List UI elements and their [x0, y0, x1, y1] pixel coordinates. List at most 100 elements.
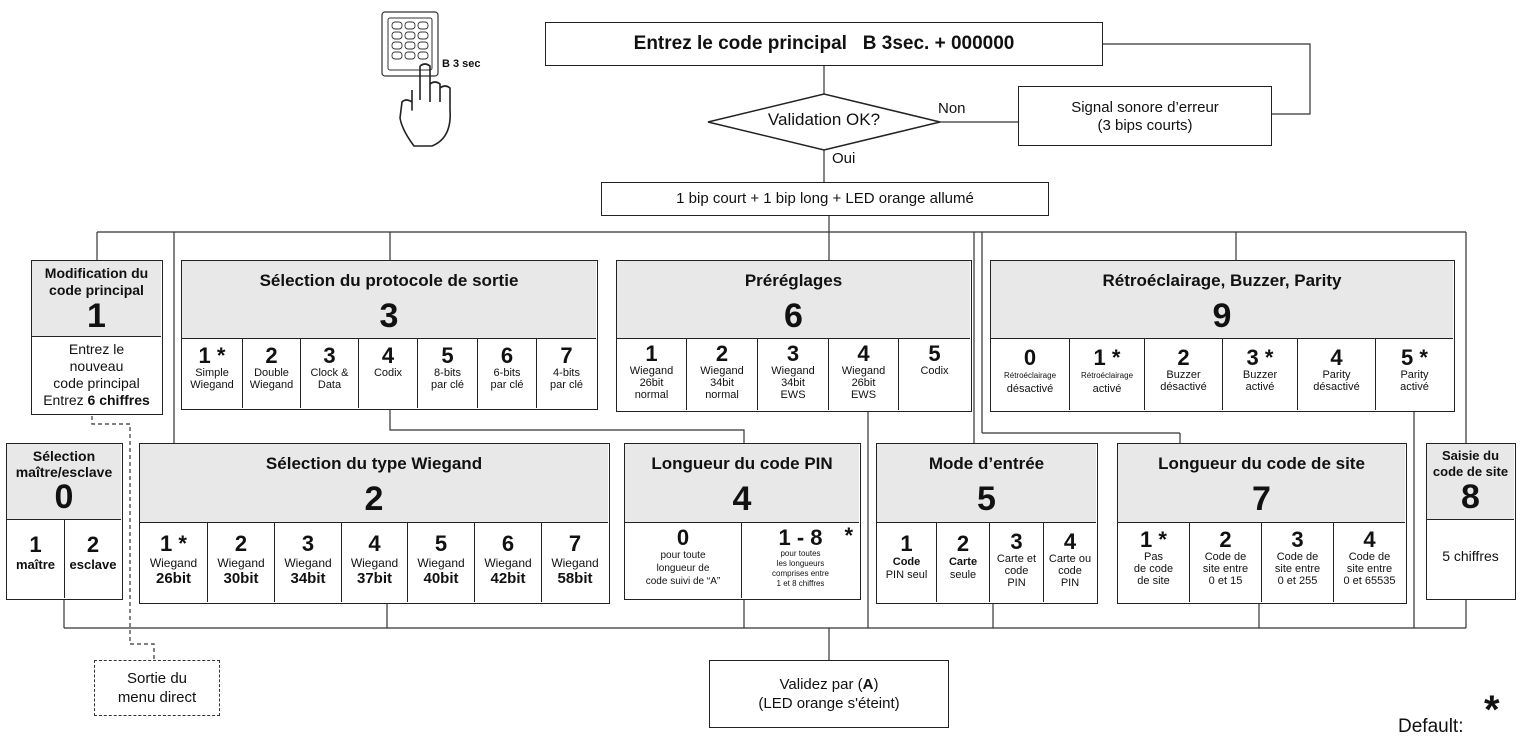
keypad-hand-illustration: B 3 sec: [380, 10, 500, 150]
option-label: activé: [1092, 383, 1122, 395]
option-label: PIN: [1007, 577, 1026, 589]
option-label: 42bit: [490, 570, 526, 587]
option-number: 1: [198, 343, 211, 368]
option-label: Wiegand: [217, 556, 265, 570]
option-label: Rétroéclairage: [1080, 371, 1134, 380]
section-9-title: Rétroéclairage, Buzzer, Parity: [1102, 271, 1342, 290]
section-3-title: Sélection du protocole de sortie: [259, 271, 519, 290]
option-label: 26bit: [155, 570, 191, 587]
option-label: 26bit: [639, 377, 664, 389]
section-1-text-2: nouveau: [69, 358, 124, 374]
option-label: Wiegand: [700, 365, 744, 377]
option-number: 1: [645, 341, 658, 366]
option-number: 2: [265, 343, 278, 368]
section-1-title-l2: code principal: [49, 282, 144, 298]
default-star: *: [178, 531, 187, 556]
section-1-text-1: Entrez le: [68, 341, 125, 357]
error-line-1: Signal sonore d’erreur: [1071, 99, 1219, 116]
section-1-main-code: Modification du code principal 1 Entrez …: [31, 260, 163, 415]
option-label: Wiegand: [190, 379, 234, 391]
section-1-text-3: code principal: [53, 375, 140, 391]
section-4-header: Longueur du code PIN 4: [625, 444, 859, 523]
section-3-header: Sélection du protocole de sortie 3: [182, 261, 596, 339]
option-label: 40bit: [423, 570, 459, 587]
option-label: Parity: [1400, 369, 1429, 381]
option-label: Data: [317, 379, 342, 391]
default-star: *: [1111, 345, 1121, 370]
option-label: site entre: [1346, 563, 1393, 575]
section-5-header: Mode d’entrée 5: [877, 444, 1096, 523]
default-star: *: [1419, 345, 1428, 370]
option-number: 2: [715, 341, 729, 366]
section-6-title: Préréglages: [744, 271, 843, 290]
option-label: Clock &: [310, 367, 349, 379]
option-number: 1: [160, 531, 173, 556]
option-label: 0 et 15: [1208, 575, 1243, 587]
option-label: activé: [1400, 381, 1429, 393]
section-0-title-l1: Sélection: [32, 448, 96, 464]
option-number: 1: [900, 531, 913, 556]
option-label: par clé: [430, 379, 465, 391]
option-label: Simple: [195, 367, 229, 379]
option-label: Carte et: [996, 553, 1037, 565]
option-number: 3: [323, 343, 336, 368]
option-number: 4: [381, 343, 395, 368]
option-number: 4: [1363, 527, 1376, 552]
option-label: 30bit: [223, 570, 259, 587]
option-label: les longueurs: [776, 559, 825, 568]
option-label: EWS: [780, 389, 806, 401]
option-number: 5: [928, 341, 941, 366]
option-label: seule: [949, 569, 977, 581]
option-label: code: [1058, 565, 1082, 577]
option-label: Wiegand: [551, 556, 599, 570]
section-7-number: 7: [1252, 480, 1271, 518]
section-5-number: 5: [977, 480, 996, 518]
keypad-icon: [381, 11, 451, 147]
option-label: normal: [634, 389, 669, 401]
option-label: 37bit: [356, 570, 392, 587]
option-label: Wiegand: [149, 556, 198, 570]
option-number: 1: [1140, 527, 1153, 552]
validate-box: Validez par (A) (LED orange s'éteint): [709, 660, 949, 728]
option-label: de code: [1133, 563, 1174, 575]
option-label: PIN: [1060, 577, 1080, 589]
section-8-site-code-entry: Saisie du code de site 8 5 chiffres: [1426, 443, 1516, 600]
option-label: code suivi de “A”: [645, 576, 721, 587]
option-number: 4: [1330, 345, 1343, 370]
no-label: Non: [938, 100, 966, 117]
option-number: 3: [1010, 529, 1023, 554]
option-label: pour toutes: [780, 549, 821, 558]
section-7-title: Longueur du code de site: [1158, 454, 1365, 473]
option-number: 0: [1023, 345, 1037, 370]
option-label: Wiegand: [771, 365, 815, 377]
option-label: 0 et 65535: [1343, 575, 1396, 587]
option-label: Carte ou: [1048, 553, 1092, 565]
section-8-title-l2: code de site: [1432, 464, 1509, 479]
option-label: 34bit: [781, 377, 805, 389]
section-1-header: Modification du code principal 1: [32, 261, 161, 337]
option-label: EWS: [850, 389, 877, 401]
section-8-number: 8: [1461, 478, 1480, 516]
option-label: site entre: [1274, 563, 1321, 575]
